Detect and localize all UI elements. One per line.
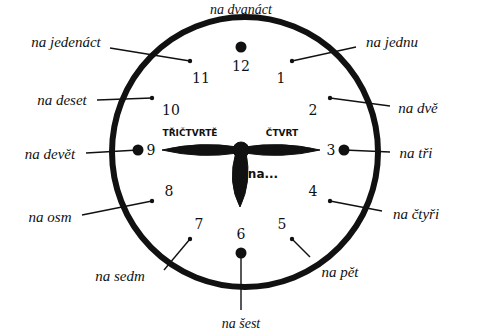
minute-hand-right [244,145,320,156]
hour-dot [290,59,294,63]
leader-line [86,150,138,153]
leader-line [292,239,310,257]
hour-label: na devět [25,147,75,162]
clock-number: 5 [278,217,287,231]
hour-label: na pět [321,265,358,280]
leader-line [97,98,152,100]
hour-label: na sedm [95,269,145,284]
clock-number: 12 [232,59,250,73]
leader-line [240,253,241,310]
hour-dot [290,237,294,241]
leader-line [330,98,390,106]
leader-line [110,48,190,61]
leader-line [164,239,190,270]
hour-label: na osm [29,210,72,225]
hour-dot [236,42,247,53]
hour-label: na dvě [398,101,438,116]
clock-number: 3 [327,143,336,157]
hour-label: na dvanáct [210,3,272,17]
hour-dot [339,145,350,156]
hour-dot [188,237,192,241]
minute-hand-left [162,145,238,156]
clock-number: 11 [192,71,210,85]
hour-dot [150,96,154,100]
clock-number: 9 [147,143,156,157]
hour-label: na šest [222,317,261,331]
hand-pivot [233,142,249,158]
clock-number: 8 [165,184,174,198]
leader-lines [82,47,390,310]
hour-dot [188,59,192,63]
clock-number: 1 [277,71,286,85]
leader-line [344,150,390,152]
leader-line [330,201,382,211]
clock-number: 4 [309,184,318,198]
leader-line [292,47,356,61]
clock-face [112,17,378,287]
hand-label: TŘIČTVRTĚ [163,129,218,138]
hour-hand [232,152,248,207]
hand-label: na... [248,168,278,180]
hour-dot [236,248,247,259]
hour-label: na deset [37,93,87,108]
hour-dot [150,199,154,203]
hour-label: na čtyři [393,207,439,222]
clock-number: 7 [195,217,204,231]
clock-number: 6 [237,227,246,241]
clock-hands [162,142,320,207]
clock-number: 2 [309,103,318,117]
hand-label: ČTVRT [266,129,298,138]
hour-dot [328,96,332,100]
leader-line [82,201,152,215]
hour-dot [328,199,332,203]
hour-dots [133,42,350,259]
clock-number: 10 [162,103,180,117]
hour-dot [133,145,144,156]
hour-label: na tři [400,146,433,161]
hour-label: na jedenáct [31,35,101,50]
hour-label: na jednu [366,35,418,50]
